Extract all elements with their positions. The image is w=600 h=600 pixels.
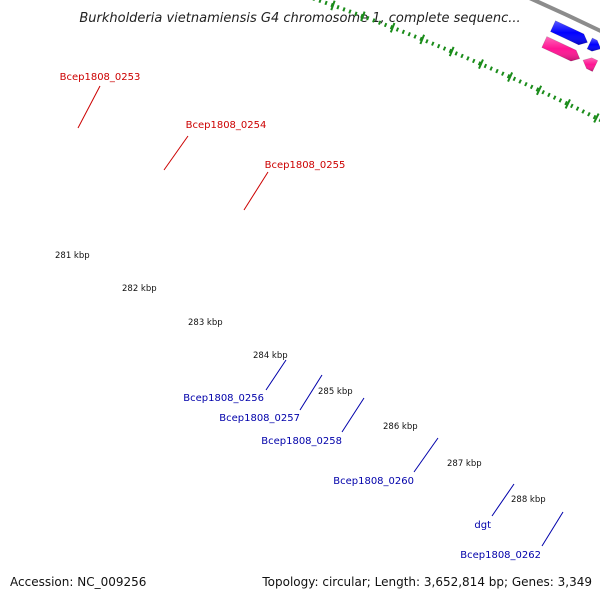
gene-label: dgt — [474, 520, 491, 531]
tick-minor — [587, 112, 591, 117]
tick-minor — [570, 103, 574, 109]
tick-major — [478, 59, 484, 70]
tick-minor — [389, 25, 394, 30]
tick-minor — [472, 58, 476, 64]
gene-arrow-shade — [583, 57, 598, 72]
kbp-label: 288 kbp — [511, 495, 546, 505]
tick-major — [330, 0, 336, 11]
gene-arrow-shade — [541, 36, 580, 62]
tick-minor — [558, 98, 563, 103]
tick-minor — [442, 46, 447, 51]
tick-minor — [318, 0, 322, 4]
gene-label: Bcep1808_0257 — [219, 413, 300, 424]
label-leader-line — [413, 437, 439, 473]
tick-minor — [466, 56, 470, 61]
tick-minor — [518, 79, 522, 84]
gene-labels: Bcep1808_0253Bcep1808_0254Bcep1808_0255B… — [60, 72, 541, 561]
tick-major — [507, 72, 514, 82]
tick-minor — [348, 9, 352, 14]
tick-minor — [312, 0, 315, 1]
tick-minor — [581, 109, 585, 114]
tick-major — [389, 22, 396, 33]
gene-label: Bcep1808_0256 — [183, 393, 264, 404]
tick-major — [564, 99, 571, 109]
map-title: Burkholderia vietnamiensis G4 chromosome… — [79, 11, 520, 26]
tick-minor — [419, 36, 423, 42]
label-leaders — [77, 85, 564, 547]
gene-label: Bcep1808_0253 — [60, 72, 141, 83]
tick-major — [360, 11, 366, 22]
label-leader-line — [163, 135, 189, 171]
tick-minor — [436, 43, 441, 49]
tick-minor — [354, 11, 358, 16]
tick-minor — [460, 53, 464, 59]
tick-minor — [547, 92, 551, 98]
tick-minor — [336, 4, 340, 10]
gene-label: Bcep1808_0255 — [265, 160, 346, 171]
label-leader-line — [491, 483, 515, 517]
accession-text: Accession: NC_009256 — [10, 575, 146, 589]
tick-minor — [401, 29, 405, 35]
label-leader-line — [243, 171, 269, 211]
label-leader-line — [341, 397, 365, 433]
tick-minor — [378, 20, 382, 25]
tick-minor — [431, 41, 435, 46]
tick-major — [536, 85, 543, 96]
gene-label: Bcep1808_0254 — [186, 120, 267, 131]
tick-minor — [489, 66, 493, 71]
tick-minor — [383, 22, 388, 28]
gene-label: Bcep1808_0262 — [460, 550, 541, 561]
tick-minor — [541, 89, 545, 95]
kbp-label: 281 kbp — [55, 251, 90, 261]
label-leader-line — [265, 359, 287, 391]
tick-minor — [524, 81, 528, 87]
tick-minor — [448, 48, 453, 54]
tick-minor — [564, 100, 568, 106]
tick-minor — [495, 68, 499, 74]
tick-minor — [477, 61, 482, 66]
kbp-label: 287 kbp — [447, 459, 482, 469]
chromosome-backbone — [528, 0, 600, 34]
tick-minor — [360, 13, 364, 19]
tick-marks — [312, 0, 600, 123]
gene-features — [541, 20, 600, 72]
tick-minor — [372, 18, 376, 23]
kbp-label: 282 kbp — [122, 284, 157, 294]
kbp-labels: 281 kbp 282 kbp 283 kbp 284 kbp 285 kbp 286 k… — [55, 251, 546, 505]
summary-text: Topology: circular; Length: 3,652,814 bp… — [261, 575, 592, 589]
tick-minor — [483, 63, 488, 69]
kbp-label: 286 kbp — [383, 422, 418, 432]
label-leader-line — [541, 511, 564, 547]
label-leader-line — [77, 85, 101, 129]
tick-minor — [395, 27, 400, 32]
tick-minor — [552, 95, 557, 100]
gene-arrow-shade — [587, 38, 600, 52]
tick-minor — [512, 76, 517, 82]
tick-minor — [535, 87, 540, 92]
tick-major — [593, 113, 600, 123]
tick-minor — [529, 84, 534, 90]
tick-major — [419, 34, 426, 45]
kbp-label: 285 kbp — [318, 387, 353, 397]
tick-minor — [575, 106, 580, 111]
tick-minor — [454, 51, 458, 56]
kbp-label: 283 kbp — [188, 318, 223, 328]
tick-minor — [407, 31, 411, 37]
tick-minor — [342, 7, 346, 12]
gene-label: Bcep1808_0258 — [261, 436, 342, 447]
tick-minor — [425, 39, 429, 44]
tick-minor — [506, 74, 511, 79]
tick-minor — [501, 71, 505, 76]
kbp-label: 284 kbp — [253, 351, 288, 361]
tick-minor — [324, 0, 328, 6]
tick-minor — [366, 15, 370, 21]
label-leader-line — [299, 374, 323, 411]
gene-arrow-shade — [550, 20, 588, 45]
gene-label: Bcep1808_0260 — [333, 476, 414, 487]
tick-minor — [413, 34, 417, 39]
tick-major — [448, 46, 455, 57]
tick-minor — [592, 114, 597, 120]
